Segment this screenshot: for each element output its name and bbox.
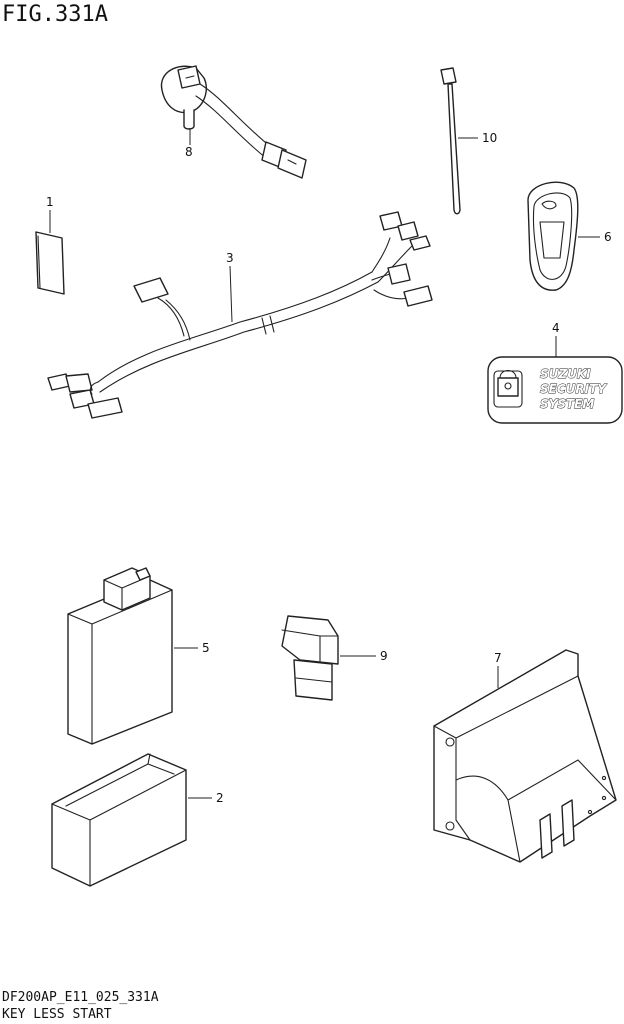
part-7-bracket[interactable] — [433, 649, 617, 863]
decal-text-line-3: SYSTEM — [540, 397, 594, 411]
callout-2: 2 — [216, 791, 224, 805]
callout-1: 1 — [46, 195, 54, 209]
part-2-holder-case[interactable] — [51, 753, 187, 887]
part-5-control-module[interactable] — [67, 567, 173, 745]
figure-title: FIG.331A — [2, 2, 108, 27]
callout-9: 9 — [380, 649, 388, 663]
part-1-sticker[interactable] — [35, 231, 65, 295]
part-6-key-fob[interactable] — [527, 181, 579, 291]
callout-8: 8 — [185, 145, 193, 159]
callout-3: 3 — [226, 251, 234, 265]
part-10-cable-tie[interactable] — [440, 67, 461, 215]
diagram-code: DF200AP_E11_025_331A — [2, 990, 159, 1005]
part-8-switch-harness[interactable] — [160, 65, 307, 179]
callout-10: 10 — [482, 131, 497, 145]
callout-5: 5 — [202, 641, 210, 655]
callout-6: 6 — [604, 230, 612, 244]
decal-text-line-2: SECURITY — [540, 382, 607, 396]
callout-4: 4 — [552, 321, 560, 335]
callout-7: 7 — [494, 651, 502, 665]
part-9-button-switch[interactable] — [281, 615, 339, 701]
diagram-name: KEY LESS START — [2, 1007, 112, 1022]
part-4-security-decal[interactable]: SUZUKI SECURITY SYSTEM — [487, 356, 623, 424]
part-3-wire-harness[interactable] — [47, 211, 433, 419]
decal-text-line-1: SUZUKI — [540, 367, 591, 381]
